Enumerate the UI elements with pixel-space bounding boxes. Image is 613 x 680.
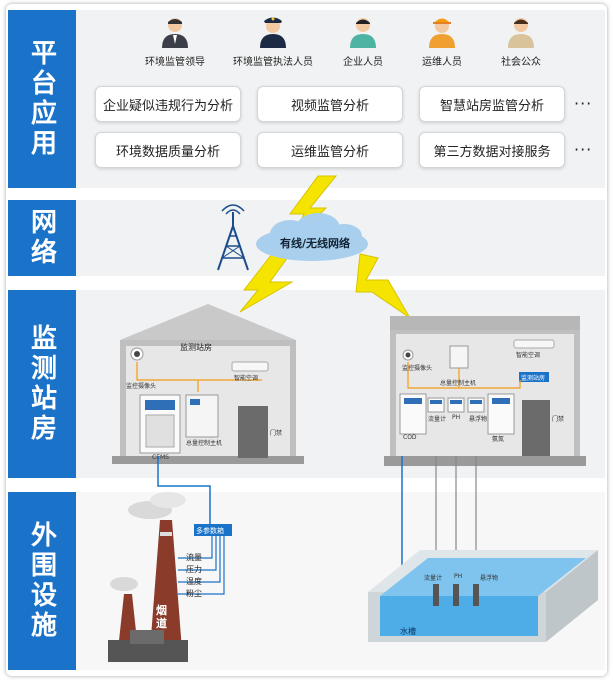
app-video-supervision[interactable]: 视频监管分析	[257, 86, 403, 122]
right-station-camera: 监控摄像头	[402, 365, 433, 372]
lightning-bolt-right	[355, 253, 411, 319]
right-station-label: 监测站房	[521, 375, 546, 382]
param-dust: 粉尘	[186, 589, 202, 598]
user-label-enterprise: 企业人员	[343, 57, 383, 68]
left-station-ac: 智能空调	[234, 375, 259, 382]
user-label-public: 社会公众	[501, 57, 541, 68]
param-temperature: 温度	[186, 577, 202, 586]
network-cloud-icon	[256, 213, 368, 261]
right-station-controller: 总量控制主机	[440, 380, 477, 387]
app-third-party-data[interactable]: 第三方数据对接服务	[419, 132, 565, 168]
instrument-cod: COD	[403, 434, 417, 441]
user-enterprise: 企业人员	[308, 14, 418, 68]
tank-sensor-ph: PH	[454, 573, 463, 580]
instrument-flowmeter: 流量计	[428, 416, 447, 423]
band-label-platform: 平台应用	[8, 10, 76, 188]
more-apps-row2: ···	[574, 140, 593, 159]
band-label-network: 网络	[8, 200, 76, 276]
user-label-leader: 环境监管领导	[145, 57, 205, 68]
signal-tower-icon	[217, 204, 249, 271]
right-station-door: 门禁	[552, 416, 565, 423]
left-station-cems: CEMS	[152, 454, 169, 461]
flue-label: 烟道	[156, 604, 167, 630]
tank-sensor-flowmeter: 流量计	[424, 575, 443, 582]
leader-icon	[162, 18, 188, 48]
instrument-suspended-solids: 悬浮物	[469, 416, 488, 423]
user-leader: 环境监管领导	[120, 14, 230, 68]
user-public: 社会公众	[466, 14, 576, 68]
user-officer: 环境监管执法人员	[218, 14, 328, 68]
user-label-maintenance: 运维人员	[422, 57, 462, 68]
left-station-controller: 总量控制主机	[186, 440, 223, 447]
left-station-camera: 监控摄像头	[126, 383, 157, 390]
left-station-door: 门禁	[270, 430, 283, 437]
left-station-title: 监测站房	[180, 343, 212, 352]
user-label-officer: 环境监管执法人员	[233, 57, 313, 68]
enterprise-staff-icon	[350, 18, 376, 48]
app-smart-station[interactable]: 智慧站房监管分析	[419, 86, 565, 122]
app-maintenance-supervision[interactable]: 运维监管分析	[257, 132, 403, 168]
more-apps-row1: ···	[574, 94, 593, 113]
band-label-station: 监测站房	[8, 290, 76, 478]
multi-param-box: 多参数箱	[196, 527, 224, 535]
instrument-ammonia: 氨氮	[492, 436, 505, 443]
app-data-quality[interactable]: 环境数据质量分析	[95, 132, 241, 168]
user-maintenance: 运维人员	[387, 14, 497, 68]
param-flow: 流量	[186, 553, 202, 562]
officer-icon	[260, 17, 286, 48]
network-cloud-label: 有线/无线网络	[279, 237, 351, 250]
tank-sensor-suspended: 悬浮物	[480, 575, 499, 582]
param-pressure: 压力	[186, 565, 202, 574]
water-tank-label: 水槽	[400, 627, 416, 636]
right-station-ac: 智能空调	[516, 352, 541, 359]
instrument-ph: PH	[452, 414, 461, 421]
public-icon	[508, 18, 534, 48]
app-violation-analysis[interactable]: 企业疑似违规行为分析	[95, 86, 241, 122]
maintenance-worker-icon	[429, 18, 455, 48]
band-label-external: 外围设施	[8, 492, 76, 670]
